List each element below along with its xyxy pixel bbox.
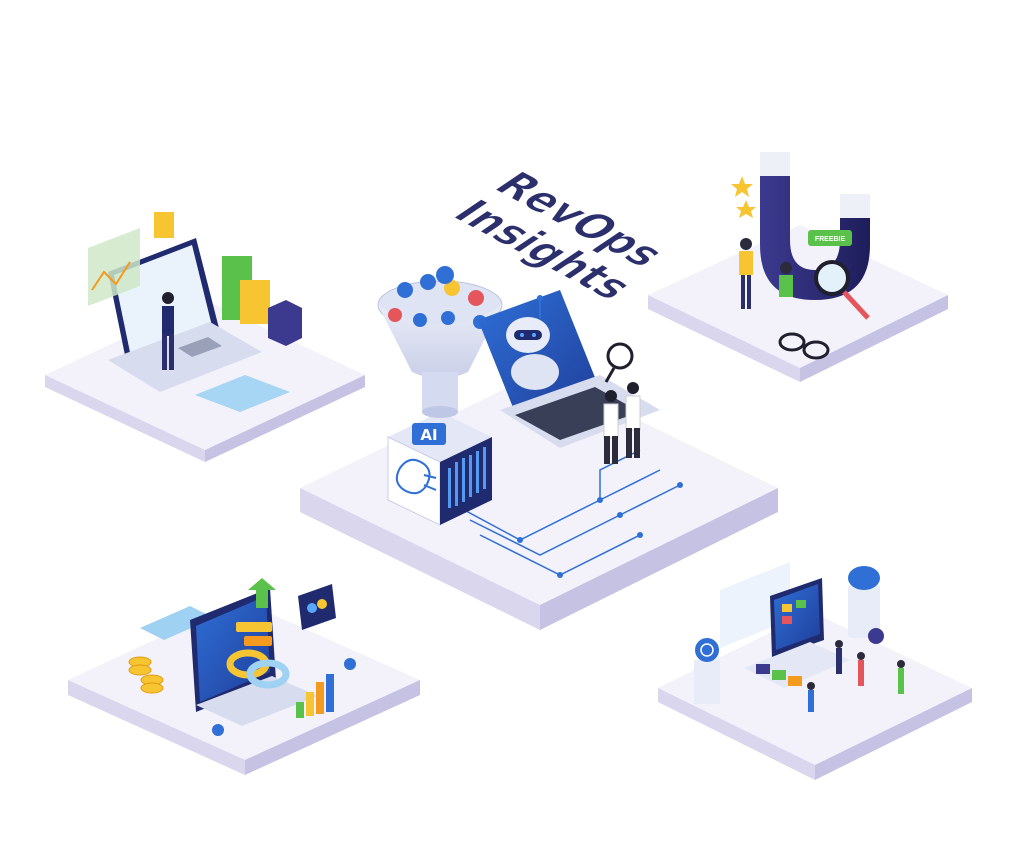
gear-icon: [344, 658, 356, 670]
line-chart-panels: [88, 212, 302, 346]
analysts-with-magnifier: [603, 342, 641, 464]
ai-funnel-icon: [377, 266, 503, 418]
magnifier-icon: [814, 260, 870, 320]
up-arrow-icon: [248, 578, 276, 608]
keyboard-tiles: [756, 664, 802, 686]
ai-label-badge: [412, 423, 446, 445]
team-people: [807, 640, 905, 712]
dashboard-tiles: [782, 600, 806, 624]
chain-link-icon: [246, 659, 290, 689]
star-icon: [731, 176, 756, 218]
ai-label: AI: [420, 426, 437, 444]
freebie-tag: [808, 230, 852, 246]
monitor-icon: [298, 584, 336, 630]
cloud-database-icon: [848, 566, 880, 638]
coin-stack-icon: [128, 656, 164, 694]
ai-chip-cube: AI: [387, 412, 492, 526]
freebie-label: FREEBIE: [815, 236, 846, 243]
finance-platform: [68, 578, 420, 775]
robot-icon: [506, 295, 559, 390]
cloud-platform: [658, 562, 972, 780]
analytics-platform: [45, 212, 365, 462]
brain-chip-icon: [395, 458, 437, 495]
magnifier-icon: [604, 342, 634, 383]
shopper-person: [739, 238, 793, 309]
binary-code-pattern: [448, 447, 486, 508]
gear-icon: [212, 724, 224, 736]
globe-icon: [694, 638, 720, 704]
pie-icon: [868, 628, 884, 644]
lead-magnet-platform: FREEBIE: [648, 152, 948, 382]
bar-chart-icon: [296, 674, 334, 718]
presenter-person: [162, 292, 174, 370]
eyeglasses-icon: [778, 332, 830, 360]
